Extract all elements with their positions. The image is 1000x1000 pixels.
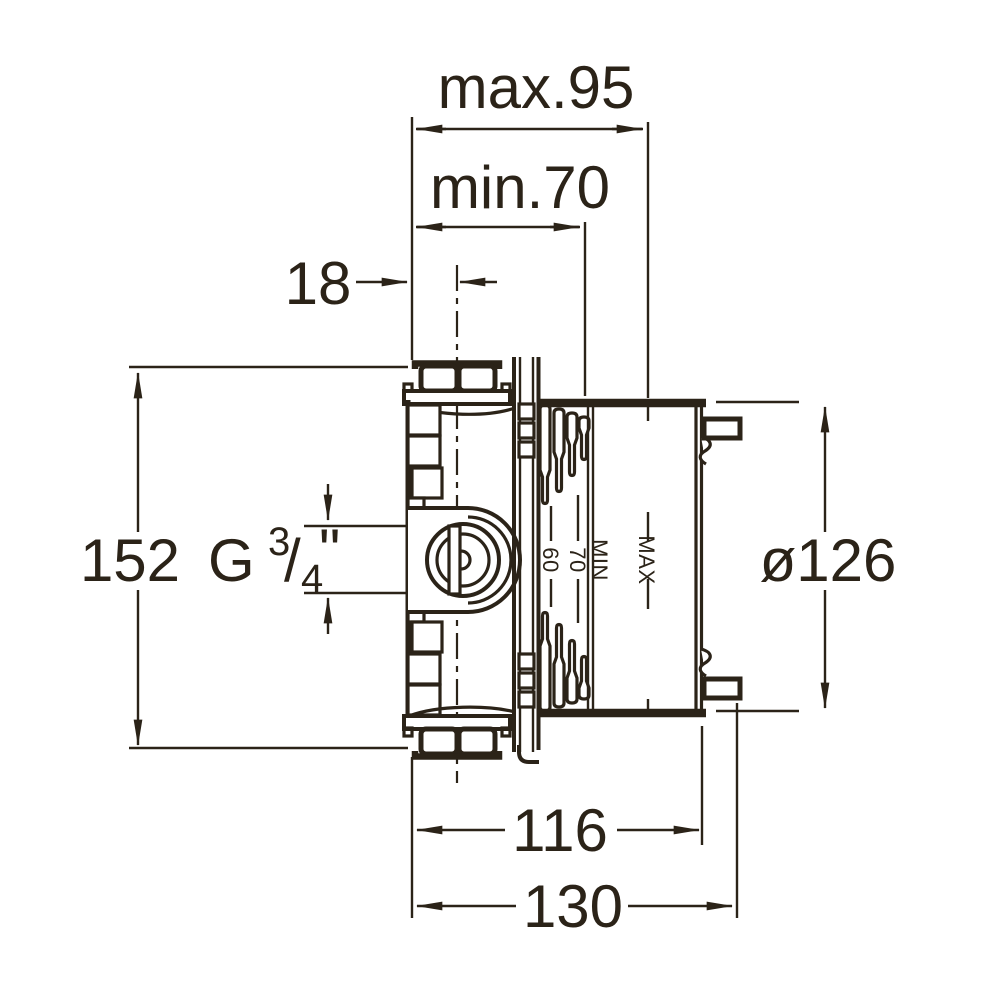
depth-rib bbox=[552, 407, 566, 494]
body-clip bbox=[406, 403, 442, 437]
depth-scale-60-label: 60 bbox=[538, 547, 563, 572]
thread-numerator: 3 bbox=[268, 520, 290, 564]
dim-label-wall-offset: 18 bbox=[285, 250, 352, 317]
hex-nut-bottom-right bbox=[456, 726, 498, 757]
depth-scale-min-label: MIN bbox=[587, 539, 612, 581]
depth-rib bbox=[552, 622, 566, 709]
depth-rib bbox=[565, 638, 579, 705]
depth-rib bbox=[538, 610, 552, 713]
dimension-lines bbox=[133, 124, 830, 911]
top-flange bbox=[402, 389, 512, 406]
depth-rib bbox=[577, 654, 591, 701]
dim-label-height: 152 bbox=[80, 527, 180, 594]
thread-inch-mark: " bbox=[319, 517, 340, 584]
plate-tooth bbox=[517, 402, 536, 421]
hex-nut-top-left bbox=[418, 363, 460, 394]
body-clip bbox=[410, 620, 444, 654]
thread-size-label: G 3 / 4 " bbox=[208, 517, 340, 601]
fixing-tab-top bbox=[701, 416, 743, 441]
dim-label-diameter: ø126 bbox=[760, 527, 897, 594]
port-center-notch bbox=[460, 549, 472, 571]
depth-gauge: 60 70 MIN MAX bbox=[538, 403, 659, 713]
plate-foot bbox=[517, 745, 539, 764]
thread-denominator: 4 bbox=[301, 557, 323, 601]
plate-tooth bbox=[517, 671, 536, 690]
depth-rib bbox=[538, 403, 552, 506]
body-clip bbox=[410, 466, 444, 500]
dim-label-total-width: 130 bbox=[523, 873, 623, 940]
dim-label-max-width: max.95 bbox=[438, 54, 635, 121]
bottom-flange bbox=[402, 714, 512, 731]
thread-slash: / bbox=[284, 527, 301, 594]
thread-g: G bbox=[208, 527, 255, 594]
depth-rib bbox=[565, 411, 579, 478]
depth-rib bbox=[577, 415, 591, 462]
hex-nut-top-right bbox=[456, 363, 498, 394]
flange-step-bottom-right bbox=[500, 726, 512, 738]
dim-label-min-width: min.70 bbox=[430, 154, 610, 221]
housing-notch-bottom bbox=[698, 647, 712, 678]
bottom-cap-edge bbox=[411, 751, 503, 760]
thread-circle bbox=[425, 522, 501, 598]
body-bottom-curve bbox=[408, 705, 516, 718]
plate-tooth bbox=[517, 440, 536, 459]
flange-step-bottom-left bbox=[402, 726, 414, 738]
dim-label-body-width: 116 bbox=[512, 797, 608, 864]
top-cap-edge bbox=[411, 360, 503, 369]
valve-body bbox=[402, 360, 522, 760]
hex-nut-bottom-left bbox=[418, 726, 460, 757]
plate-tooth bbox=[517, 421, 536, 440]
body-clip bbox=[406, 652, 442, 686]
port-slot bbox=[447, 524, 462, 596]
depth-scale-max-label: MAX bbox=[634, 535, 659, 584]
inlet-port-inner-curve bbox=[467, 515, 513, 605]
body-clip bbox=[406, 434, 442, 468]
port-bore-circle bbox=[435, 532, 491, 588]
body-clip bbox=[406, 683, 442, 717]
depth-scale-70-label: 70 bbox=[565, 547, 590, 572]
plate-tooth bbox=[517, 690, 536, 709]
plate-tooth bbox=[517, 652, 536, 671]
fixing-tab-bottom bbox=[701, 676, 743, 701]
